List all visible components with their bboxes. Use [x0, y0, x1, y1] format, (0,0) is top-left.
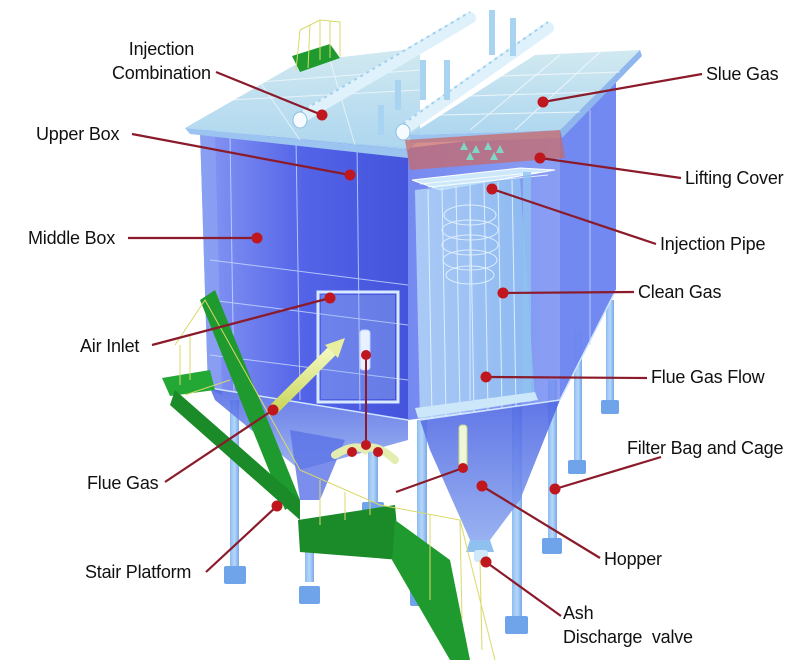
air-inlet-window — [316, 290, 400, 404]
callout-line-flue-gas-flow — [485, 375, 648, 380]
fitting-dot — [373, 447, 383, 457]
callout-dot-ash-discharge-valve — [480, 556, 492, 568]
stair-platform-structure — [162, 19, 496, 661]
callout-dot-air-inlet — [324, 292, 336, 304]
callout-line-filter-bag-and-cage — [554, 455, 662, 491]
cover-nozzles — [460, 142, 504, 160]
callout-line-slue-gas — [542, 72, 703, 104]
fitting-dot — [347, 447, 357, 457]
callout-dot-inlet-nozzle — [458, 463, 468, 473]
label-lifting-cover: Lifting Cover — [685, 168, 784, 188]
callout-line-injection-pipe — [491, 187, 657, 246]
callout-dot-filter-bag-and-cage — [549, 483, 561, 495]
callout-line-upper-box — [131, 132, 351, 177]
fitting-dot — [361, 350, 371, 360]
callout-dot-center-probe — [361, 440, 371, 450]
callout-line-stair-platform — [205, 505, 278, 573]
callout-dot-injection-pipe — [486, 183, 498, 195]
callout-dot-lifting-cover — [534, 152, 546, 164]
label-slue-gas: Slue Gas — [706, 64, 779, 84]
label-hopper: Hopper — [604, 549, 662, 569]
callout-dot-slue-gas — [537, 96, 549, 108]
label-air-inlet: Air Inlet — [80, 336, 140, 356]
callout-line-inlet-nozzle — [395, 467, 464, 493]
label-text: Ash — [563, 603, 594, 623]
label-clean-gas: Clean Gas — [638, 282, 722, 302]
callout-line-hopper — [481, 485, 601, 559]
callout-dot-stair-platform — [271, 500, 283, 512]
callout-dot-hopper — [476, 480, 488, 492]
callout-dot-flue-gas — [267, 404, 279, 416]
callout-line-air-inlet — [151, 296, 331, 347]
flue-gas-arrow — [267, 338, 345, 416]
label-flue-gas: Flue Gas — [87, 473, 159, 493]
callout-dot-injection-combination — [316, 109, 328, 121]
label-text: Combination — [112, 63, 211, 83]
callout-line-flue-gas — [164, 409, 274, 483]
label-upper-box: Upper Box — [36, 124, 120, 144]
collector-shell — [185, 10, 642, 420]
label-filter-bag-and-cage: Filter Bag and Cage — [627, 438, 784, 458]
callout-dot-middle-box — [251, 232, 263, 244]
callout-line-injection-combination — [215, 70, 323, 117]
callout-line-lifting-cover — [539, 156, 682, 180]
filter-cage-compartment — [415, 178, 535, 420]
callout-dot-clean-gas — [497, 287, 509, 299]
callout-dot-flue-gas-flow — [480, 371, 492, 383]
label-ash-discharge-valve: Ash Discharge valve — [563, 601, 693, 649]
callout-dot-upper-box — [344, 169, 356, 181]
label-injection-pipe: Injection Pipe — [660, 234, 766, 254]
label-middle-box: Middle Box — [28, 228, 116, 248]
label-text: Discharge valve — [563, 627, 693, 647]
label-injection-combination: Injection Combination — [112, 37, 211, 85]
injection-header-pipes — [292, 10, 554, 141]
callout-line-ash-discharge-valve — [485, 561, 562, 617]
label-flue-gas-flow: Flue Gas Flow — [651, 367, 765, 387]
callout-line-clean-gas — [502, 290, 635, 295]
label-text: Injection — [128, 39, 195, 59]
callout-lines — [128, 70, 703, 617]
label-stair-platform: Stair Platform — [85, 562, 192, 582]
